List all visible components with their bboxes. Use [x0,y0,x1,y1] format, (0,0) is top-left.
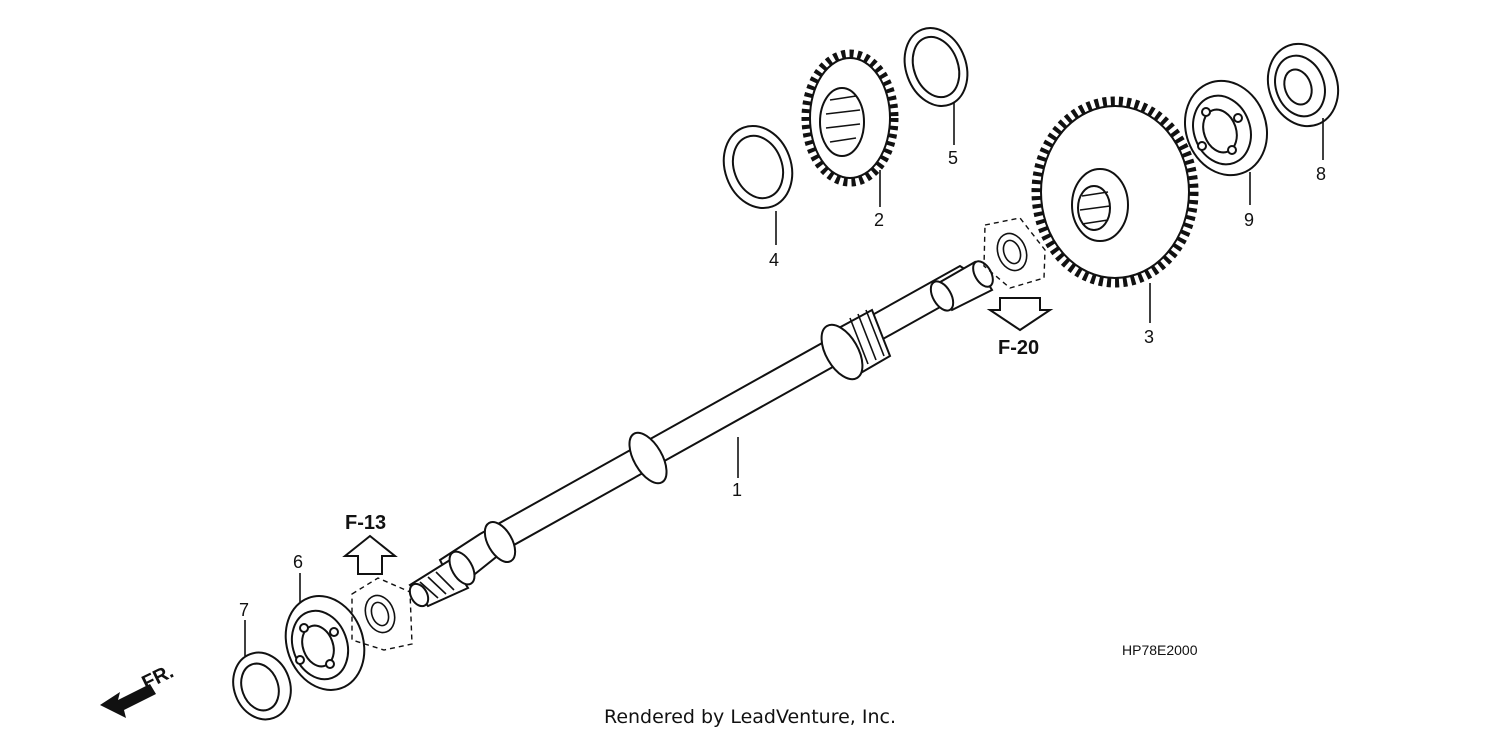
callout-part-5[interactable]: 5 [948,148,958,168]
drawing-code: HP78E2000 [1122,642,1198,658]
arrow-up-icon [342,534,398,575]
callout-part-3[interactable]: 3 [1144,327,1154,347]
gear-part-3[interactable] [1031,96,1199,288]
callout-part-8[interactable]: 8 [1316,164,1326,184]
leader-lines [244,103,1324,656]
callout-part-1[interactable]: 1 [732,480,742,500]
callout-part-9[interactable]: 9 [1244,210,1254,230]
gear-part-2[interactable] [801,49,899,187]
reference-washer-f13[interactable] [342,534,413,651]
washer-part-4[interactable] [713,116,804,218]
shaft-part-1[interactable] [406,258,997,610]
reference-label-f13[interactable]: F-13 [345,512,386,534]
washer-part-5[interactable] [894,19,978,115]
callout-part-6[interactable]: 6 [293,552,303,572]
bearing-part-9[interactable] [1172,69,1280,187]
seal-part-7[interactable] [224,644,300,727]
reference-label-f20[interactable]: F-20 [998,337,1039,359]
callout-part-7[interactable]: 7 [239,600,249,620]
arrow-front-icon [100,684,156,718]
seal-part-8[interactable] [1257,34,1350,136]
render-credit: Rendered by LeadVenture, Inc. [603,706,897,728]
reference-washer-f20[interactable] [983,217,1054,332]
bearing-part-6[interactable] [273,585,377,701]
callout-part-2[interactable]: 2 [874,210,884,230]
arrow-down-icon [986,297,1054,332]
callout-part-4[interactable]: 4 [769,250,779,270]
